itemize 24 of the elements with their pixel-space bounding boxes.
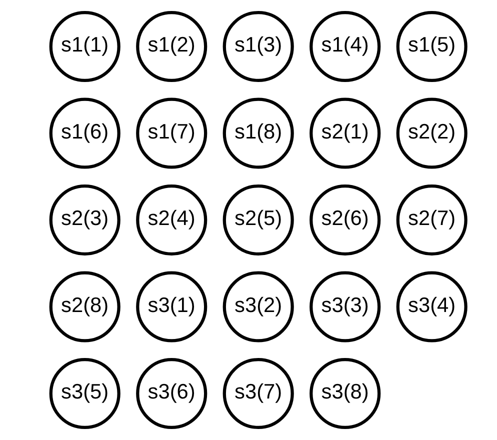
node-circle: s2(3) [49, 184, 120, 256]
node-circle: s1(8) [222, 98, 294, 169]
node-circle: s1(7) [136, 98, 208, 169]
node-circle: s1(2) [136, 10, 208, 82]
node-circle: s1(1) [49, 10, 120, 82]
node-circle: s2(8) [49, 271, 120, 342]
node-circle: s2(2) [396, 98, 468, 169]
node-circle: s2(6) [310, 184, 381, 256]
node-circle: s2(7) [396, 184, 468, 256]
node-circle: s3(7) [222, 358, 294, 430]
node-circle: s3(5) [49, 358, 120, 430]
node-circle: s3(2) [222, 271, 294, 342]
node-circle: s1(4) [310, 10, 381, 82]
node-circle: s3(3) [310, 271, 381, 342]
node-circle: s2(4) [136, 184, 208, 256]
node-circle: s3(1) [136, 271, 208, 342]
node-circle: s3(4) [396, 271, 468, 342]
node-circle: s3(8) [310, 358, 381, 430]
node-circle: s1(5) [396, 10, 468, 82]
node-circle: s2(1) [310, 98, 381, 169]
node-circle: s1(3) [222, 10, 294, 82]
node-circle: s2(5) [222, 184, 294, 256]
node-circle: s1(6) [49, 98, 120, 169]
node-circle: s3(6) [136, 358, 208, 430]
